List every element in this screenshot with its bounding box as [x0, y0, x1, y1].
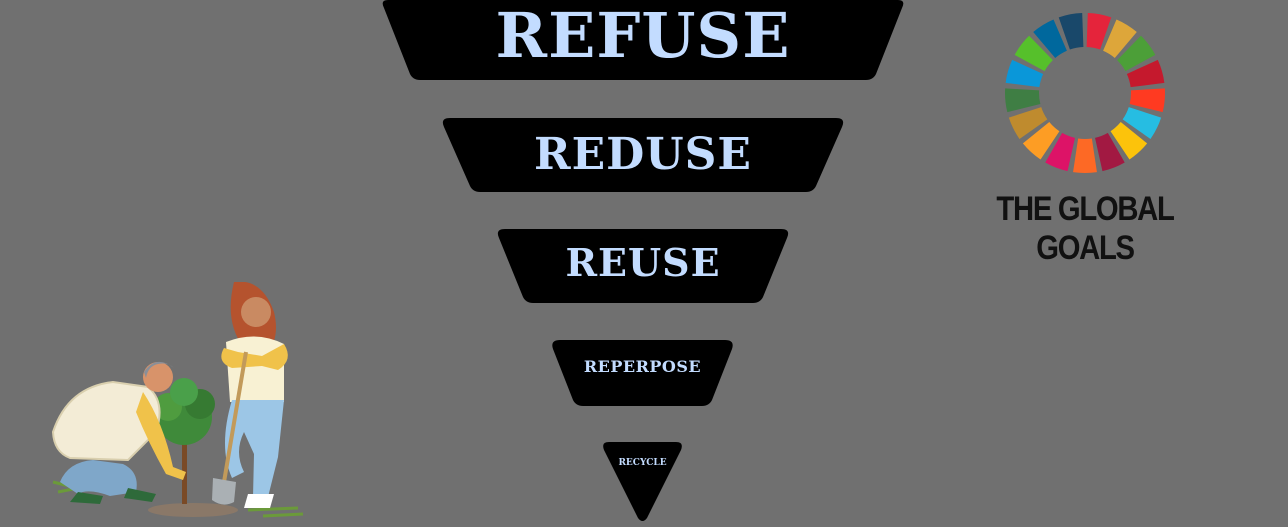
wheel-segment: [1033, 19, 1067, 58]
wheel-segment: [1103, 19, 1137, 58]
standing-woman: [212, 282, 288, 508]
wheel-segment: [1045, 132, 1075, 172]
hierarchy-tier-recycle: RECYCLE: [601, 442, 684, 524]
hierarchy-tier-refuse: REFUSE: [380, 0, 906, 80]
grass: [52, 480, 304, 518]
kneeling-man: [51, 361, 186, 504]
tier-shape: [442, 118, 844, 192]
hierarchy-tier-reperpose: REPERPOSE: [550, 340, 735, 406]
wheel-segment: [1005, 59, 1044, 88]
tier-label-reperpose: REPERPOSE: [583, 356, 702, 376]
wheel-segment: [1058, 13, 1084, 50]
sdg-wheel-icon: [1005, 13, 1165, 173]
global-goals-logo: THE GLOBAL GOALS: [960, 8, 1210, 267]
tier-label-reuse: REUSE: [565, 239, 721, 285]
tier-label-recycle: RECYCLE: [618, 458, 667, 468]
wheel-segment: [1117, 35, 1156, 72]
hierarchy-tier-reuse: REUSE: [495, 229, 791, 303]
hierarchy-tier-reduse: REDUSE: [440, 118, 846, 192]
tier-shape: [552, 340, 733, 406]
shovel-blade: [212, 478, 236, 505]
tree-planting-illustration: [51, 282, 304, 518]
tier-shape: [382, 0, 904, 80]
wheel-segment: [1073, 138, 1097, 173]
sapling-icon: [154, 378, 215, 504]
tier-label-reduse: REDUSE: [534, 128, 752, 180]
global-goals-logo-text: THE GLOBAL GOALS: [996, 190, 1174, 267]
wheel-segment: [1110, 121, 1148, 160]
wheel-segment: [1086, 13, 1112, 50]
wheel-segment: [1022, 121, 1060, 160]
tier-shape: [497, 229, 789, 303]
wheel-segment: [1122, 107, 1162, 139]
shovel-handle: [222, 351, 248, 483]
wheel-segment: [1095, 132, 1125, 172]
wheel-segment: [1005, 88, 1041, 113]
tier-shape: [603, 442, 682, 521]
wheel-segment: [1126, 59, 1165, 88]
soil-mound: [148, 503, 238, 517]
wheel-segment: [1008, 107, 1048, 139]
tier-label-refuse: REFUSE: [495, 0, 791, 72]
wheel-segment: [1129, 88, 1165, 113]
wheel-segment: [1014, 35, 1053, 72]
